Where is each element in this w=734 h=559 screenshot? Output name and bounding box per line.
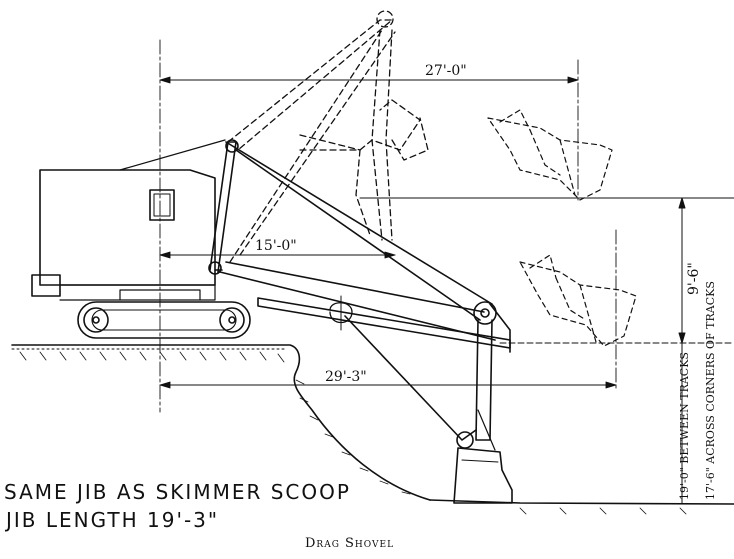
dim-between-tracks-label: 19'-0" BETWEEN TRACKS: [678, 352, 691, 500]
machine-cab: [31, 139, 226, 301]
dim-15ft-line: [159, 251, 396, 259]
dim-27ft-label: 27'-0": [425, 63, 467, 79]
raised-jib-outline: [227, 10, 429, 263]
crawler-tracks: [77, 289, 251, 339]
dipper-bucket: [453, 409, 513, 504]
dim-15ft-label: 15'-0": [255, 238, 297, 254]
center-lines: [159, 39, 617, 413]
dim-across-corners-label: 17'-6" ACROSS CORNERS OF TRACKS: [704, 281, 717, 500]
jib: [219, 141, 497, 341]
note-same-jib: SAME JIB AS SKIMMER SCOOP: [4, 480, 351, 504]
a-frame: [208, 139, 239, 275]
dashed-bucket-lower: [519, 254, 637, 347]
dim-29ft-line: [159, 381, 617, 389]
dim-27ft-line: [159, 76, 579, 84]
dim-height-line: [359, 197, 734, 505]
dipper-arm: [257, 295, 511, 449]
dim-29ft-label: 29'-3": [325, 369, 367, 385]
figure-caption: Drag Shovel: [305, 536, 395, 551]
ground-line: [11, 344, 734, 515]
dashed-bucket-upper: [487, 109, 613, 201]
dim-height-label: 9'-6": [686, 262, 702, 295]
note-jib-length: JIB LENGTH 19'-3": [6, 508, 220, 532]
